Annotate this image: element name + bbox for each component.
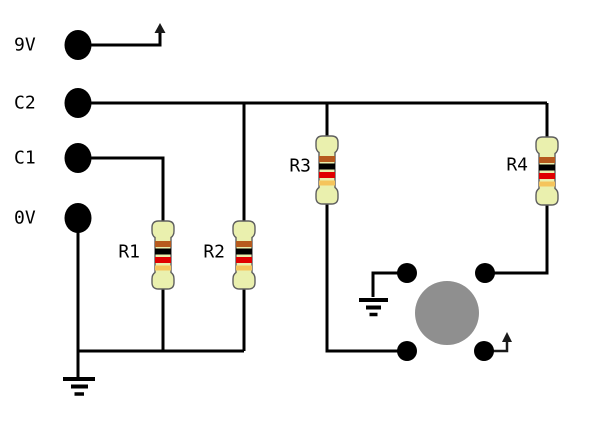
terminal-label-c2: C2: [14, 93, 36, 114]
wire-c1-to-r1: [78, 156, 165, 222]
ic-pin-top-right[interactable]: [475, 263, 495, 283]
terminal-c2[interactable]: [64, 88, 92, 118]
terminal-9v[interactable]: [64, 30, 92, 60]
ic-body[interactable]: [415, 281, 479, 345]
terminal-c1[interactable]: [64, 143, 92, 173]
ground-icon: [359, 298, 388, 317]
terminal-label-0v: 0V: [14, 208, 36, 229]
terminal-0v[interactable]: [64, 203, 92, 233]
ic-pin-bottom-right[interactable]: [474, 341, 494, 361]
arrow-up-icon: [502, 332, 512, 342]
resistor-label-r4: R4: [506, 155, 528, 176]
terminal-label-c1: C1: [14, 148, 36, 169]
terminal-label-9v: 9V: [14, 35, 36, 56]
resistor-r1[interactable]: [151, 220, 175, 290]
wire-pin-to-ground: [371, 271, 402, 297]
ic-pin-top-left[interactable]: [397, 263, 417, 283]
resistor-r2[interactable]: [232, 220, 256, 290]
resistor-label-r1: R1: [118, 242, 140, 263]
wire-9v-stub: [78, 33, 162, 47]
resistor-label-r3: R3: [289, 156, 311, 177]
ic-pin-bottom-left[interactable]: [397, 341, 417, 361]
resistor-r3[interactable]: [315, 135, 339, 205]
arrow-up-icon: [154, 23, 166, 33]
wire-r4-to-pin: [490, 205, 549, 275]
ground-icon: [63, 377, 95, 396]
resistor-r4[interactable]: [535, 136, 559, 206]
resistor-label-r2: R2: [203, 242, 225, 263]
wire-r3-to-pin: [325, 203, 400, 353]
